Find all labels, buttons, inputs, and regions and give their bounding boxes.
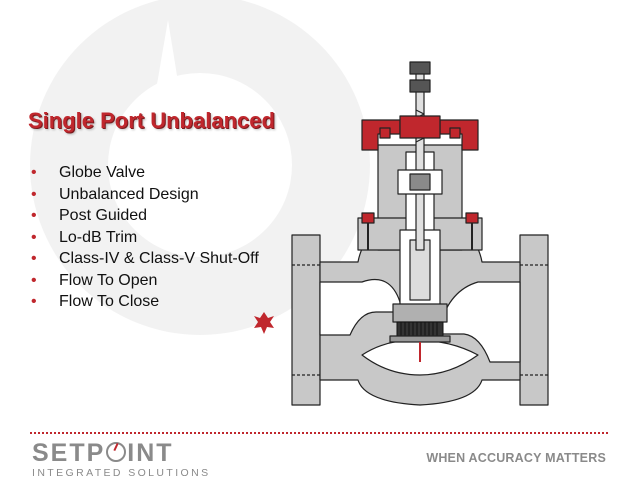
bullet-dot-icon: • bbox=[31, 207, 37, 224]
inlet-passage bbox=[319, 278, 401, 336]
bolt-body-left bbox=[361, 212, 375, 224]
starburst-icon bbox=[254, 312, 274, 334]
bolt-body-right bbox=[465, 212, 479, 224]
bullet-dot-icon: • bbox=[31, 228, 37, 246]
globe-valve-diagram bbox=[254, 61, 549, 406]
bullet-item: •Post Guided bbox=[31, 207, 148, 224]
seat-ring bbox=[389, 335, 451, 343]
bullet-item: •Unbalanced Design bbox=[31, 185, 199, 203]
valve-stem bbox=[415, 69, 425, 251]
bullet-item: •Flow To Close bbox=[31, 293, 160, 310]
bullet-item: •Flow To Open bbox=[31, 271, 158, 289]
bolt-top-right bbox=[449, 127, 461, 139]
slide-title: Single Port Unbalanced bbox=[28, 108, 275, 133]
packing bbox=[409, 173, 431, 191]
footer-tagline: WHEN ACCURACY MATTERS bbox=[426, 451, 606, 465]
yoke-hub bbox=[399, 115, 441, 139]
stem-nut-lower bbox=[409, 79, 431, 93]
bullet-dot-icon: • bbox=[31, 293, 37, 310]
footer-divider bbox=[30, 432, 608, 434]
bullet-dot-icon: • bbox=[31, 271, 37, 289]
outlet-passage bbox=[439, 281, 521, 363]
right-flange bbox=[519, 234, 549, 406]
stem-nut-top bbox=[409, 61, 431, 75]
bullet-list: •Globe Valve •Unbalanced Design •Post Gu… bbox=[28, 163, 268, 314]
bullet-dot-icon: • bbox=[31, 185, 37, 203]
bullet-dot-icon: • bbox=[31, 164, 37, 181]
bolt-top-left bbox=[379, 127, 391, 139]
bullet-item: •Globe Valve bbox=[31, 164, 145, 181]
logo-subtitle: INTEGRATED SOLUTIONS bbox=[32, 467, 211, 479]
bullet-item: •Class-IV & Class-V Shut-Off bbox=[31, 250, 259, 267]
bullet-dot-icon: • bbox=[31, 250, 37, 267]
left-flange bbox=[291, 234, 321, 406]
lo-db-trim bbox=[396, 321, 444, 337]
bullet-item: •Lo-dB Trim bbox=[31, 228, 138, 246]
logo-gauge-icon bbox=[106, 442, 127, 462]
valve-plug bbox=[392, 303, 448, 323]
